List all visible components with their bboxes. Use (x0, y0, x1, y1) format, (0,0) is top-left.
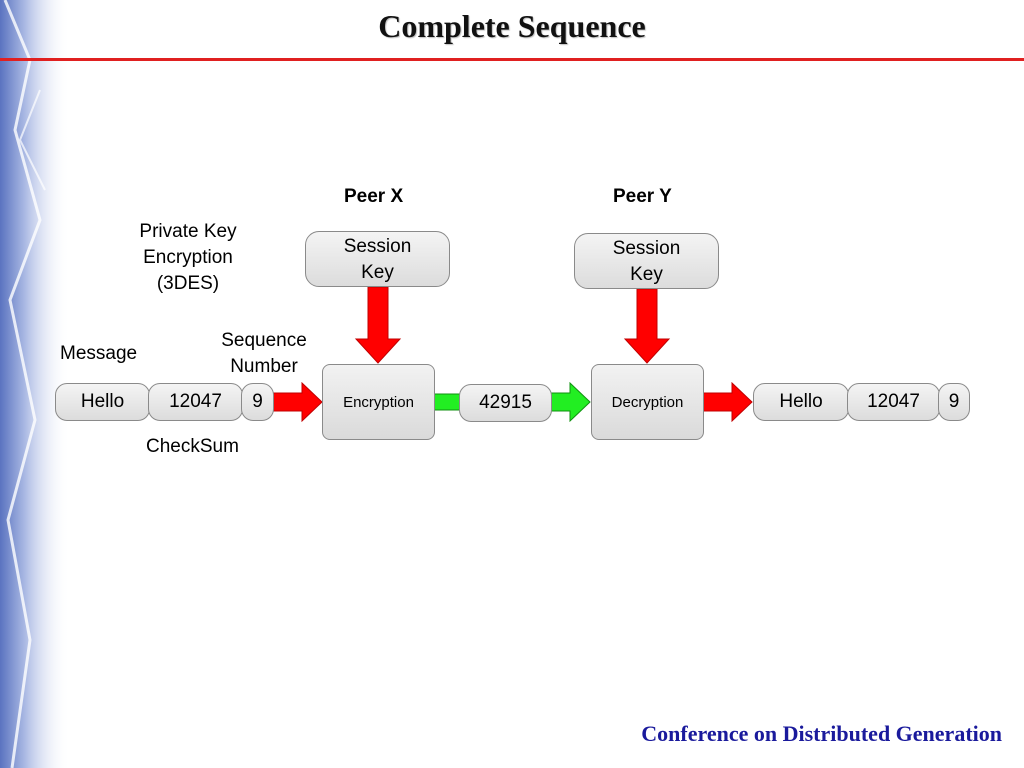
page-title: Complete Sequence (378, 8, 646, 44)
ciphertext-pill: 42915 (459, 384, 552, 422)
down-arrow-session-key-y (623, 289, 671, 364)
encryption-box: Encryption (322, 364, 435, 440)
session-key-y-line2: Key (630, 264, 663, 285)
session-key-y-line1: Session (612, 238, 681, 259)
sequence-label-line1: Sequence (221, 330, 307, 351)
down-arrow-session-key-x (354, 287, 402, 364)
private-key-label-line2: Encryption (143, 247, 233, 268)
footer-conference-name: Conference on Distributed Generation (641, 721, 1002, 746)
right-arrow-to-encryption (272, 382, 323, 422)
right-arrow-to-ciphertext (433, 393, 461, 411)
checksum-label: CheckSum (146, 436, 239, 457)
session-key-box-y: Session Key (574, 233, 719, 289)
session-key-x-line1: Session (343, 236, 412, 257)
input-sequence-pill: 12047 (148, 383, 243, 421)
right-arrow-to-decryption (550, 382, 591, 422)
output-checksum-pill: 9 (938, 383, 970, 421)
output-message-pill: Hello (753, 383, 849, 421)
sequence-label-line2: Number (230, 356, 298, 377)
peer-y-label: Peer Y (613, 186, 672, 207)
output-sequence-pill: 12047 (847, 383, 940, 421)
peer-x-label: Peer X (344, 186, 404, 207)
private-key-label: Private Key Encryption (3DES) (118, 219, 258, 297)
private-key-label-line3: (3DES) (156, 273, 220, 294)
decryption-box: Decryption (591, 364, 704, 440)
private-key-label-line1: Private Key (139, 221, 237, 242)
sequence-number-label: Sequence Number (205, 328, 323, 380)
title-divider (0, 58, 1024, 61)
session-key-box-x: Session Key (305, 231, 450, 287)
input-message-pill: Hello (55, 383, 150, 421)
right-arrow-to-output (702, 382, 753, 422)
session-key-x-line2: Key (361, 262, 394, 283)
input-checksum-pill: 9 (241, 383, 274, 421)
message-label: Message (60, 343, 138, 364)
